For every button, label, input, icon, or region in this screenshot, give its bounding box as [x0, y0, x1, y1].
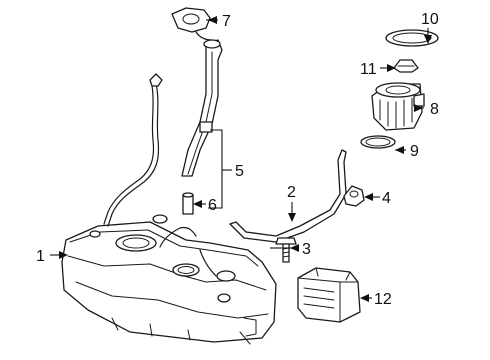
callout-11: 11	[360, 61, 377, 78]
vent-line	[103, 73, 163, 227]
nut	[343, 185, 365, 207]
callout-8: 8	[430, 101, 439, 118]
filler-pipe-assembly	[181, 39, 223, 177]
retainer	[393, 59, 419, 73]
pump-gasket	[385, 29, 439, 47]
callout-1: 1	[36, 248, 45, 265]
fuel-pump-module	[371, 82, 425, 131]
bolt	[275, 237, 297, 263]
callout-2: 2	[287, 184, 296, 201]
callout-5: 5	[235, 163, 244, 180]
callout-7: 7	[222, 13, 231, 30]
filler-cap	[171, 7, 213, 41]
callout-9: 9	[410, 143, 419, 160]
callout-4: 4	[382, 190, 391, 207]
callout-12: 12	[374, 291, 392, 308]
callout-leaders	[50, 16, 432, 302]
pump-seal-ring	[360, 135, 396, 149]
filler-hose	[182, 192, 194, 215]
callout-3: 3	[302, 241, 311, 258]
control-module	[297, 267, 361, 323]
callout-6: 6	[208, 197, 217, 214]
fuel-tank	[61, 214, 277, 345]
callout-10: 10	[421, 11, 439, 28]
tank-strap	[229, 149, 347, 243]
